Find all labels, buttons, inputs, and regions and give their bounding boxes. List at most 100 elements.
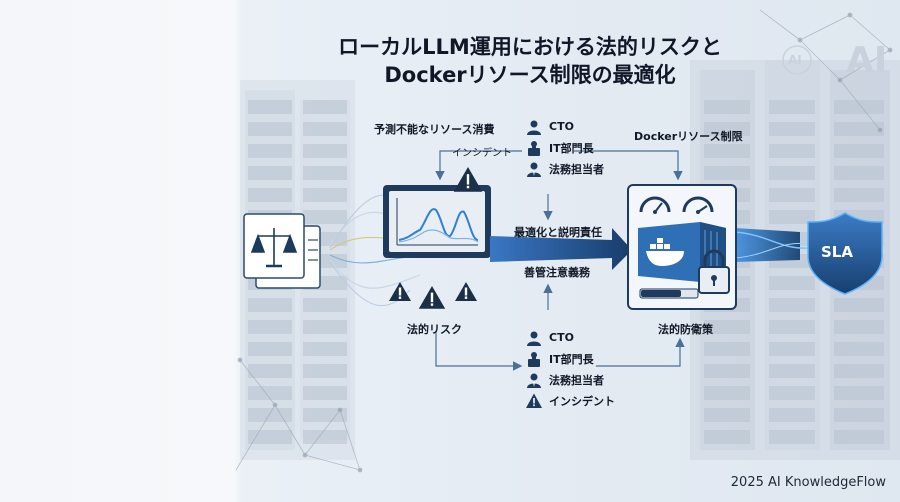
rack-slot (834, 100, 884, 114)
rack-slot (248, 342, 292, 356)
rack-slot (303, 364, 347, 378)
rack-slot (303, 188, 347, 202)
connector-arrows (435, 150, 685, 371)
rack-slot (704, 144, 750, 158)
rack-slot (769, 122, 815, 136)
rack-slot (248, 122, 292, 136)
briefcase-person-icon (528, 351, 540, 367)
gauge-icon-right (682, 196, 714, 214)
sla-shield-icon (807, 212, 883, 295)
rack-slot (248, 364, 292, 378)
rack-slot (303, 144, 347, 158)
label-incident-upper: インシデント (452, 148, 512, 159)
briefcase-person-icon (528, 140, 540, 156)
rack-slot (769, 188, 815, 202)
rack-slot (834, 364, 884, 378)
rack-slot (769, 276, 815, 290)
rack-slot (704, 386, 750, 400)
stakeholder-it-head: IT部門長 (525, 137, 604, 158)
rack-slot (834, 188, 884, 202)
stakeholder-incident: インシデント (525, 390, 615, 411)
rack-slot (769, 342, 815, 356)
rack-slot (834, 320, 884, 334)
lawyer-icon (527, 162, 541, 177)
person-icon (527, 120, 541, 135)
rack-slot (248, 386, 292, 400)
rack-slot (303, 100, 347, 114)
title-line-1: ローカルLLM運用における法的リスクと (338, 35, 722, 59)
network-decoration-bottom-left (235, 357, 363, 473)
rack-slot (303, 122, 347, 136)
label-docker-limit: Dockerリソース制限 (634, 130, 743, 143)
lawyer-icon (527, 373, 541, 388)
rack-slot (769, 386, 815, 400)
rack-slot (834, 386, 884, 400)
rack-slot (704, 430, 750, 444)
sla-label: SLA (821, 243, 853, 261)
flow-beam-right (735, 228, 800, 262)
rack-slot (248, 408, 292, 422)
docker-container-panel (627, 184, 737, 310)
ai-badge (782, 45, 812, 75)
rack-slot (769, 408, 815, 422)
rack-slot (248, 298, 292, 312)
rack-slot (834, 408, 884, 422)
rack-slot (704, 320, 750, 334)
rack-slot (769, 430, 815, 444)
label-optimization-accountability: 最適化と説明責任 (514, 226, 602, 239)
rack-slot (248, 320, 292, 334)
label-legal-risk: 法的リスク (407, 323, 462, 336)
stakeholders-bottom: CTO IT部門長 法務担当者 インシデント (525, 327, 615, 411)
title-line-2: Dockerリソース制限の最適化 (384, 63, 676, 87)
warning-icon (526, 393, 542, 408)
rack-slot (769, 320, 815, 334)
rack-slot (248, 166, 292, 180)
ai-badge-text: AI (788, 53, 802, 67)
stakeholder-legal: 法務担当者 (525, 369, 615, 390)
rack-slot (834, 166, 884, 180)
progress-bar (639, 288, 699, 299)
rack-slot (303, 408, 347, 422)
ai-watermark-text: AI (846, 40, 888, 81)
stakeholder-cto: CTO (525, 116, 604, 137)
rack-slot (303, 386, 347, 400)
stakeholders-top: CTO IT部門長 法務担当者 (525, 116, 604, 179)
rack-slot (834, 144, 884, 158)
rack-slot (769, 144, 815, 158)
resource-monitor-icon (383, 185, 491, 258)
footer-credit: 2025 AI KnowledgeFlow (730, 475, 886, 490)
rack-slot (303, 320, 347, 334)
legal-document-icon (243, 213, 321, 289)
rack-slot (834, 430, 884, 444)
main-flow-arrow (490, 228, 632, 270)
rack-slot (834, 342, 884, 356)
rack-slot (303, 210, 347, 224)
rack-slot (303, 342, 347, 356)
network-decoration-top-right (759, 9, 893, 133)
rack-slot (704, 100, 750, 114)
rack-slot (704, 122, 750, 136)
rack-slot (769, 166, 815, 180)
rack-slot (303, 166, 347, 180)
rack-slot (248, 188, 292, 202)
rack-slot (704, 408, 750, 422)
rack-slot (248, 100, 292, 114)
stakeholder-legal: 法務担当者 (525, 158, 604, 179)
label-legal-defense: 法的防衛策 (658, 323, 713, 336)
rack-slot (303, 298, 347, 312)
stakeholder-cto: CTO (525, 327, 615, 348)
rack-slot (769, 210, 815, 224)
rack-slot (769, 298, 815, 312)
rack-slot (303, 430, 347, 444)
rack-slot (834, 298, 884, 312)
rack-slot (248, 430, 292, 444)
rack-slot (769, 364, 815, 378)
rack-slot (704, 364, 750, 378)
stakeholder-it-head: IT部門長 (525, 348, 615, 369)
rack-slot (769, 100, 815, 114)
rack-slot (248, 144, 292, 158)
label-duty-of-care: 善管注意義務 (524, 266, 590, 279)
rack-slot (834, 122, 884, 136)
